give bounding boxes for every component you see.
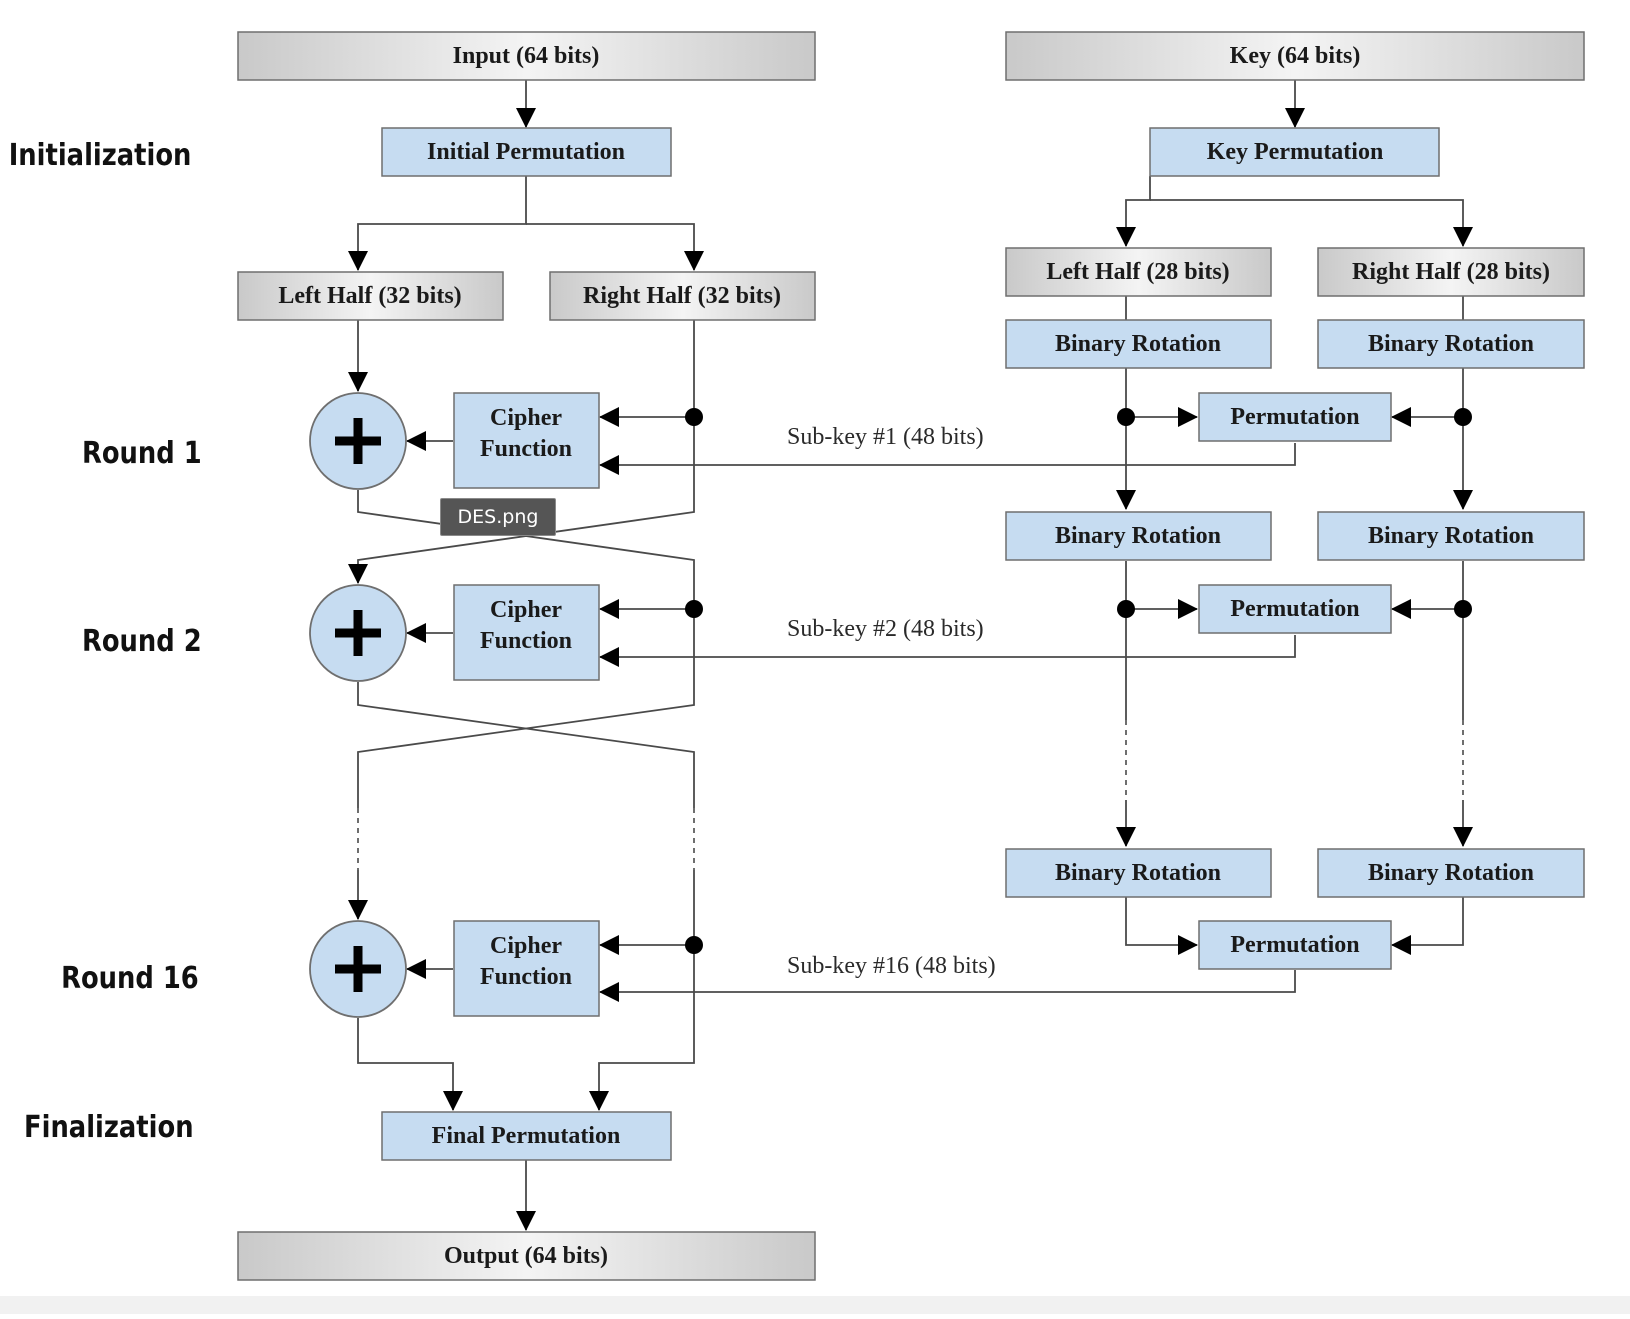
right-half-28-label: Right Half (28 bits) <box>1352 259 1550 285</box>
data-path-connectors <box>348 80 1296 1231</box>
stage-label-round-16: Round 16 <box>61 960 199 995</box>
binary-rotation-label: Binary Rotation <box>1368 331 1534 357</box>
stage-label-round-1: Round 1 <box>82 435 202 470</box>
initial-permutation-box: Initial Permutation <box>381 127 672 177</box>
binary-rotation-right-2: Binary Rotation <box>1317 511 1585 561</box>
binary-rotation-left-2: Binary Rotation <box>1005 511 1272 561</box>
binary-rotation-label: Binary Rotation <box>1055 860 1221 886</box>
key-permutation-label: Key Permutation <box>1207 139 1384 165</box>
permutation-label: Permutation <box>1230 404 1359 430</box>
final-permutation-label: Final Permutation <box>432 1123 621 1149</box>
permutation-1: Permutation <box>1198 392 1392 442</box>
cipher-function-round-16: Cipher Function <box>453 920 600 1017</box>
cipher-function-round-2: Cipher Function <box>453 584 600 681</box>
cipher-label-line1: Cipher <box>490 597 562 623</box>
cipher-label-line1: Cipher <box>490 933 562 959</box>
cipher-label-line2: Function <box>480 436 572 462</box>
binary-rotation-right-1: Binary Rotation <box>1317 319 1585 369</box>
filename-tooltip: DES.png <box>440 498 556 536</box>
output-label: Output (64 bits) <box>444 1243 608 1269</box>
input-box: Input (64 bits) <box>237 31 816 81</box>
binary-rotation-label: Binary Rotation <box>1055 523 1221 549</box>
binary-rotation-left-1: Binary Rotation <box>1005 319 1272 369</box>
left-half-32-label: Left Half (32 bits) <box>278 283 461 309</box>
left-half-28-box: Left Half (28 bits) <box>1005 247 1272 297</box>
bottom-strip <box>0 1296 1630 1314</box>
binary-rotation-left-16: Binary Rotation <box>1005 848 1272 898</box>
key-permutation-box: Key Permutation <box>1149 127 1440 177</box>
subkey-2-label: Sub-key #2 (48 bits) <box>787 616 984 642</box>
permutation-label: Permutation <box>1230 932 1359 958</box>
xor-round-2 <box>309 584 407 682</box>
final-permutation-box: Final Permutation <box>381 1111 672 1161</box>
cipher-function-round-1: Cipher Function <box>453 392 600 489</box>
stage-label-finalization: Finalization <box>24 1109 194 1144</box>
xor-round-1 <box>309 392 407 490</box>
right-half-32-label: Right Half (32 bits) <box>583 283 781 309</box>
cipher-label-line2: Function <box>480 628 572 654</box>
binary-rotation-label: Binary Rotation <box>1368 860 1534 886</box>
input-label: Input (64 bits) <box>453 43 600 69</box>
binary-rotation-right-16: Binary Rotation <box>1317 848 1585 898</box>
cipher-label-line1: Cipher <box>490 405 562 431</box>
xor-round-16 <box>309 920 407 1018</box>
right-half-32-box: Right Half (32 bits) <box>549 271 816 321</box>
subkey-16-label: Sub-key #16 (48 bits) <box>787 953 996 979</box>
binary-rotation-label: Binary Rotation <box>1368 523 1534 549</box>
initial-permutation-label: Initial Permutation <box>427 139 625 165</box>
key-box: Key (64 bits) <box>1005 31 1585 81</box>
permutation-label: Permutation <box>1230 596 1359 622</box>
left-half-28-label: Left Half (28 bits) <box>1046 259 1229 285</box>
stage-label-round-2: Round 2 <box>82 623 202 658</box>
key-path-connectors <box>1116 80 1473 955</box>
cipher-label-line2: Function <box>480 964 572 990</box>
permutation-16: Permutation <box>1198 920 1392 970</box>
permutation-2: Permutation <box>1198 584 1392 634</box>
binary-rotation-label: Binary Rotation <box>1055 331 1221 357</box>
key-label: Key (64 bits) <box>1230 43 1361 69</box>
subkey-1-label: Sub-key #1 (48 bits) <box>787 424 984 450</box>
right-half-28-box: Right Half (28 bits) <box>1317 247 1585 297</box>
junction-dots <box>685 408 1472 954</box>
left-half-32-box: Left Half (32 bits) <box>237 271 504 321</box>
stage-label-initialization: Initialization <box>9 137 192 172</box>
output-box: Output (64 bits) <box>237 1231 816 1281</box>
